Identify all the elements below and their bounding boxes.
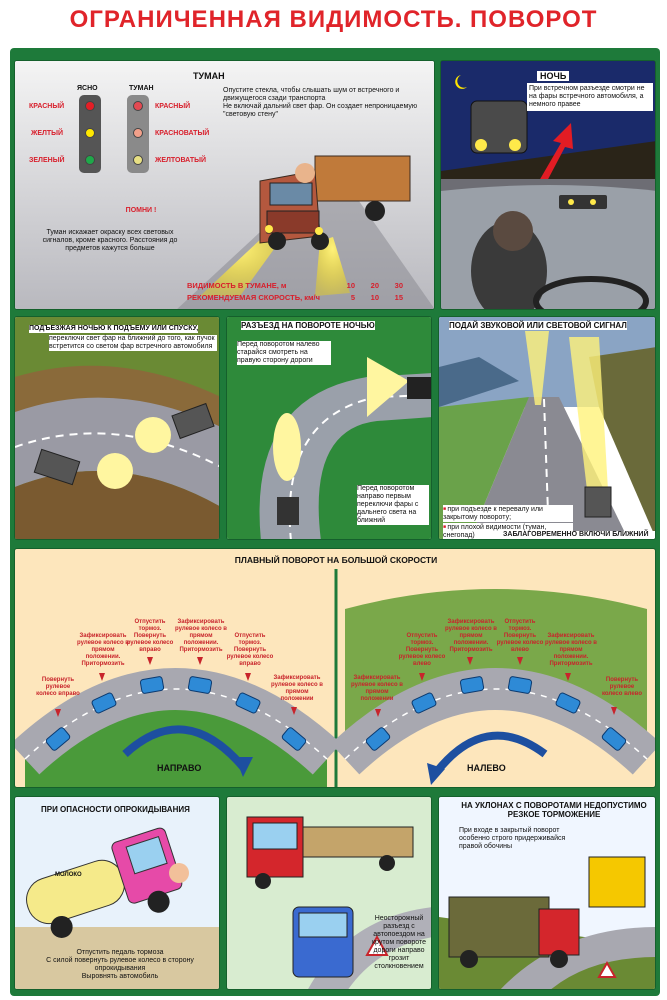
right-direction-label: НАПРАВО <box>157 763 202 773</box>
signal-panel: ПОДАЙ ЗВУКОВОЙ ИЛИ СВЕТОВОЙ СИГНАЛ при п… <box>438 316 656 540</box>
left-step-3: Зафиксировать рулевое колесо в прямом по… <box>445 619 497 653</box>
clear-red-label: КРАСНЫЙ <box>29 103 65 110</box>
signal-bullet-1: при подъезде к перевалу или закрытому по… <box>443 505 573 522</box>
night-text: При встречном разъезде смотри не на фары… <box>527 83 653 111</box>
visibility-value: 30 <box>394 281 403 290</box>
slopes-text: При входе в закрытый поворот особенно ст… <box>459 827 566 850</box>
turn-night-panel: РАЗЪЕЗД НА ПОВОРОТЕ НОЧЬЮ Перед поворото… <box>226 316 432 540</box>
clear-yellow-light <box>85 128 95 138</box>
fog-text: Опустите стекла, чтобы слышать шум от вс… <box>223 87 418 118</box>
fog-reddish-label: КРАСНОВАТЫЙ <box>155 130 210 137</box>
right-step-2: Зафиксировать рулевое колесо в прямом по… <box>77 633 129 667</box>
rollover-heading: ПРИ ОПАСНОСТИ ОПРОКИДЫВАНИЯ <box>41 805 190 814</box>
left-step-5: Зафиксировать рулевое колесо в прямом по… <box>545 633 597 667</box>
signal-footer: ЗАБЛАГОВРЕМЕННО ВКЛЮЧИ БЛИЖНИЙ СВЕТ <box>503 531 655 539</box>
turn-night-heading: РАЗЪЕЗД НА ПОВОРОТЕ НОЧЬЮ <box>241 321 375 330</box>
right-step-6: Зафиксировать рулевое колесо в прямом по… <box>271 675 323 702</box>
poster-frame: ТУМАН Опустите стекла, чтобы слышать шум… <box>10 48 660 996</box>
slopes-panel: НА УКЛОНАХ С ПОВОРОТАМИ НЕДОПУСТИМО РЕЗК… <box>438 796 656 990</box>
fog-yellowish-light <box>133 155 143 165</box>
signal-heading: ПОДАЙ ЗВУКОВОЙ ИЛИ СВЕТОВОЙ СИГНАЛ <box>449 321 627 330</box>
night-heading: НОЧЬ <box>537 71 570 81</box>
fog-reddish-light <box>133 128 143 138</box>
smooth-turn-heading: ПЛАВНЫЙ ПОВОРОТ НА БОЛЬШОЙ СКОРОСТИ <box>234 555 438 565</box>
rollover-text: Отпустить педаль тормоза С силой поверну… <box>46 949 194 980</box>
clear-red-light <box>85 101 95 111</box>
signal-illustration <box>439 317 655 539</box>
tank-label: МОЛОКО <box>55 872 82 878</box>
night-illustration <box>441 61 655 309</box>
night-panel: НОЧЬ При встречном разъезде смотри не на… <box>440 60 656 310</box>
uphill-text: переключи свет фар на ближний до того, к… <box>49 335 217 351</box>
right-step-3: Отпустить тормоз. Повернуть рулевое коле… <box>126 619 174 653</box>
left-step-2: Отпустить тормоз. Повернуть рулевое коле… <box>398 633 446 667</box>
right-step-4: Зафиксировать рулевое колесо в прямом по… <box>175 619 227 653</box>
left-step-4: Отпустить тормоз. Повернуть рулевое коле… <box>496 619 544 653</box>
speed-label: РЕКОМЕНДУЕМАЯ СКОРОСТЬ, км/ч <box>187 293 320 302</box>
uphill-panel: ПОДЪЕЗЖАЯ НОЧЬЮ К ПОДЪЕМУ ИЛИ СПУСКУ, пе… <box>14 316 220 540</box>
careless-illustration <box>246 816 431 989</box>
fog-red-label: КРАСНЫЙ <box>155 103 191 110</box>
visibility-label: ВИДИМОСТЬ В ТУМАНЕ, м <box>187 281 287 290</box>
right-step-5: Отпустить тормоз. Повернуть рулевое коле… <box>226 633 274 667</box>
rollover-panel: ПРИ ОПАСНОСТИ ОПРОКИДЫВАНИЯ МОЛОКО Отпус… <box>14 796 220 990</box>
remember-text: Туман искажает окраску всех световых сиг… <box>42 229 178 252</box>
fog-speed-table: ВИДИМОСТЬ В ТУМАНЕ, м 10 20 30 РЕКОМЕНДУ… <box>185 279 411 305</box>
clear-green-light <box>85 155 95 165</box>
visibility-value: 20 <box>370 281 379 290</box>
rollover-illustration <box>15 827 219 989</box>
fog-heading: ТУМАН <box>193 71 225 81</box>
fog-panel: ТУМАН Опустите стекла, чтобы слышать шум… <box>14 60 435 310</box>
page-title: ОГРАНИЧЕННАЯ ВИДИМОСТЬ. ПОВОРОТ <box>69 6 598 33</box>
visibility-value: 10 <box>346 281 355 290</box>
speed-value: 15 <box>394 293 403 302</box>
fog-illustration <box>15 61 434 309</box>
clear-green-label: ЗЕЛЕНЫЙ <box>29 157 65 164</box>
left-step-1: Зафиксировать рулевое колесо в прямом по… <box>351 675 403 702</box>
careless-text: Неосторожный разъезд с автопоездом на кр… <box>371 915 427 970</box>
slopes-illustration <box>439 856 655 989</box>
remember-heading: ПОМНИ ! <box>125 207 157 214</box>
smooth-turn-illustration <box>15 569 655 787</box>
speed-value: 5 <box>350 293 355 302</box>
careless-panel: Неосторожный разъезд с автопоездом на кр… <box>226 796 432 990</box>
turn-night-text2: Перед поворотом направо первым переключи… <box>357 485 429 525</box>
clear-yellow-label: ЖЕЛТЫЙ <box>31 130 64 137</box>
fog-label: ТУМАН <box>129 85 154 92</box>
left-step-6: Повернуть рулевое колесо влево <box>601 677 643 697</box>
smooth-turn-panel: ПЛАВНЫЙ ПОВОРОТ НА БОЛЬШОЙ СКОРОСТИ Пове… <box>14 548 656 788</box>
fog-yellowish-label: ЖЕЛТОВАТЫЙ <box>155 157 207 164</box>
fog-red-light <box>133 101 143 111</box>
left-direction-label: НАЛЕВО <box>467 763 506 773</box>
speed-value: 10 <box>370 293 379 302</box>
slopes-heading: НА УКЛОНАХ С ПОВОРОТАМИ НЕДОПУСТИМО РЕЗК… <box>461 801 647 819</box>
uphill-heading: ПОДЪЕЗЖАЯ НОЧЬЮ К ПОДЪЕМУ ИЛИ СПУСКУ, <box>29 325 199 333</box>
clear-label: ЯСНО <box>77 85 98 92</box>
uphill-illustration <box>15 317 219 539</box>
turn-night-text1: Перед поворотом налево старайся смотреть… <box>237 341 331 365</box>
right-step-1: Повернуть рулевое колесо вправо <box>36 677 80 697</box>
